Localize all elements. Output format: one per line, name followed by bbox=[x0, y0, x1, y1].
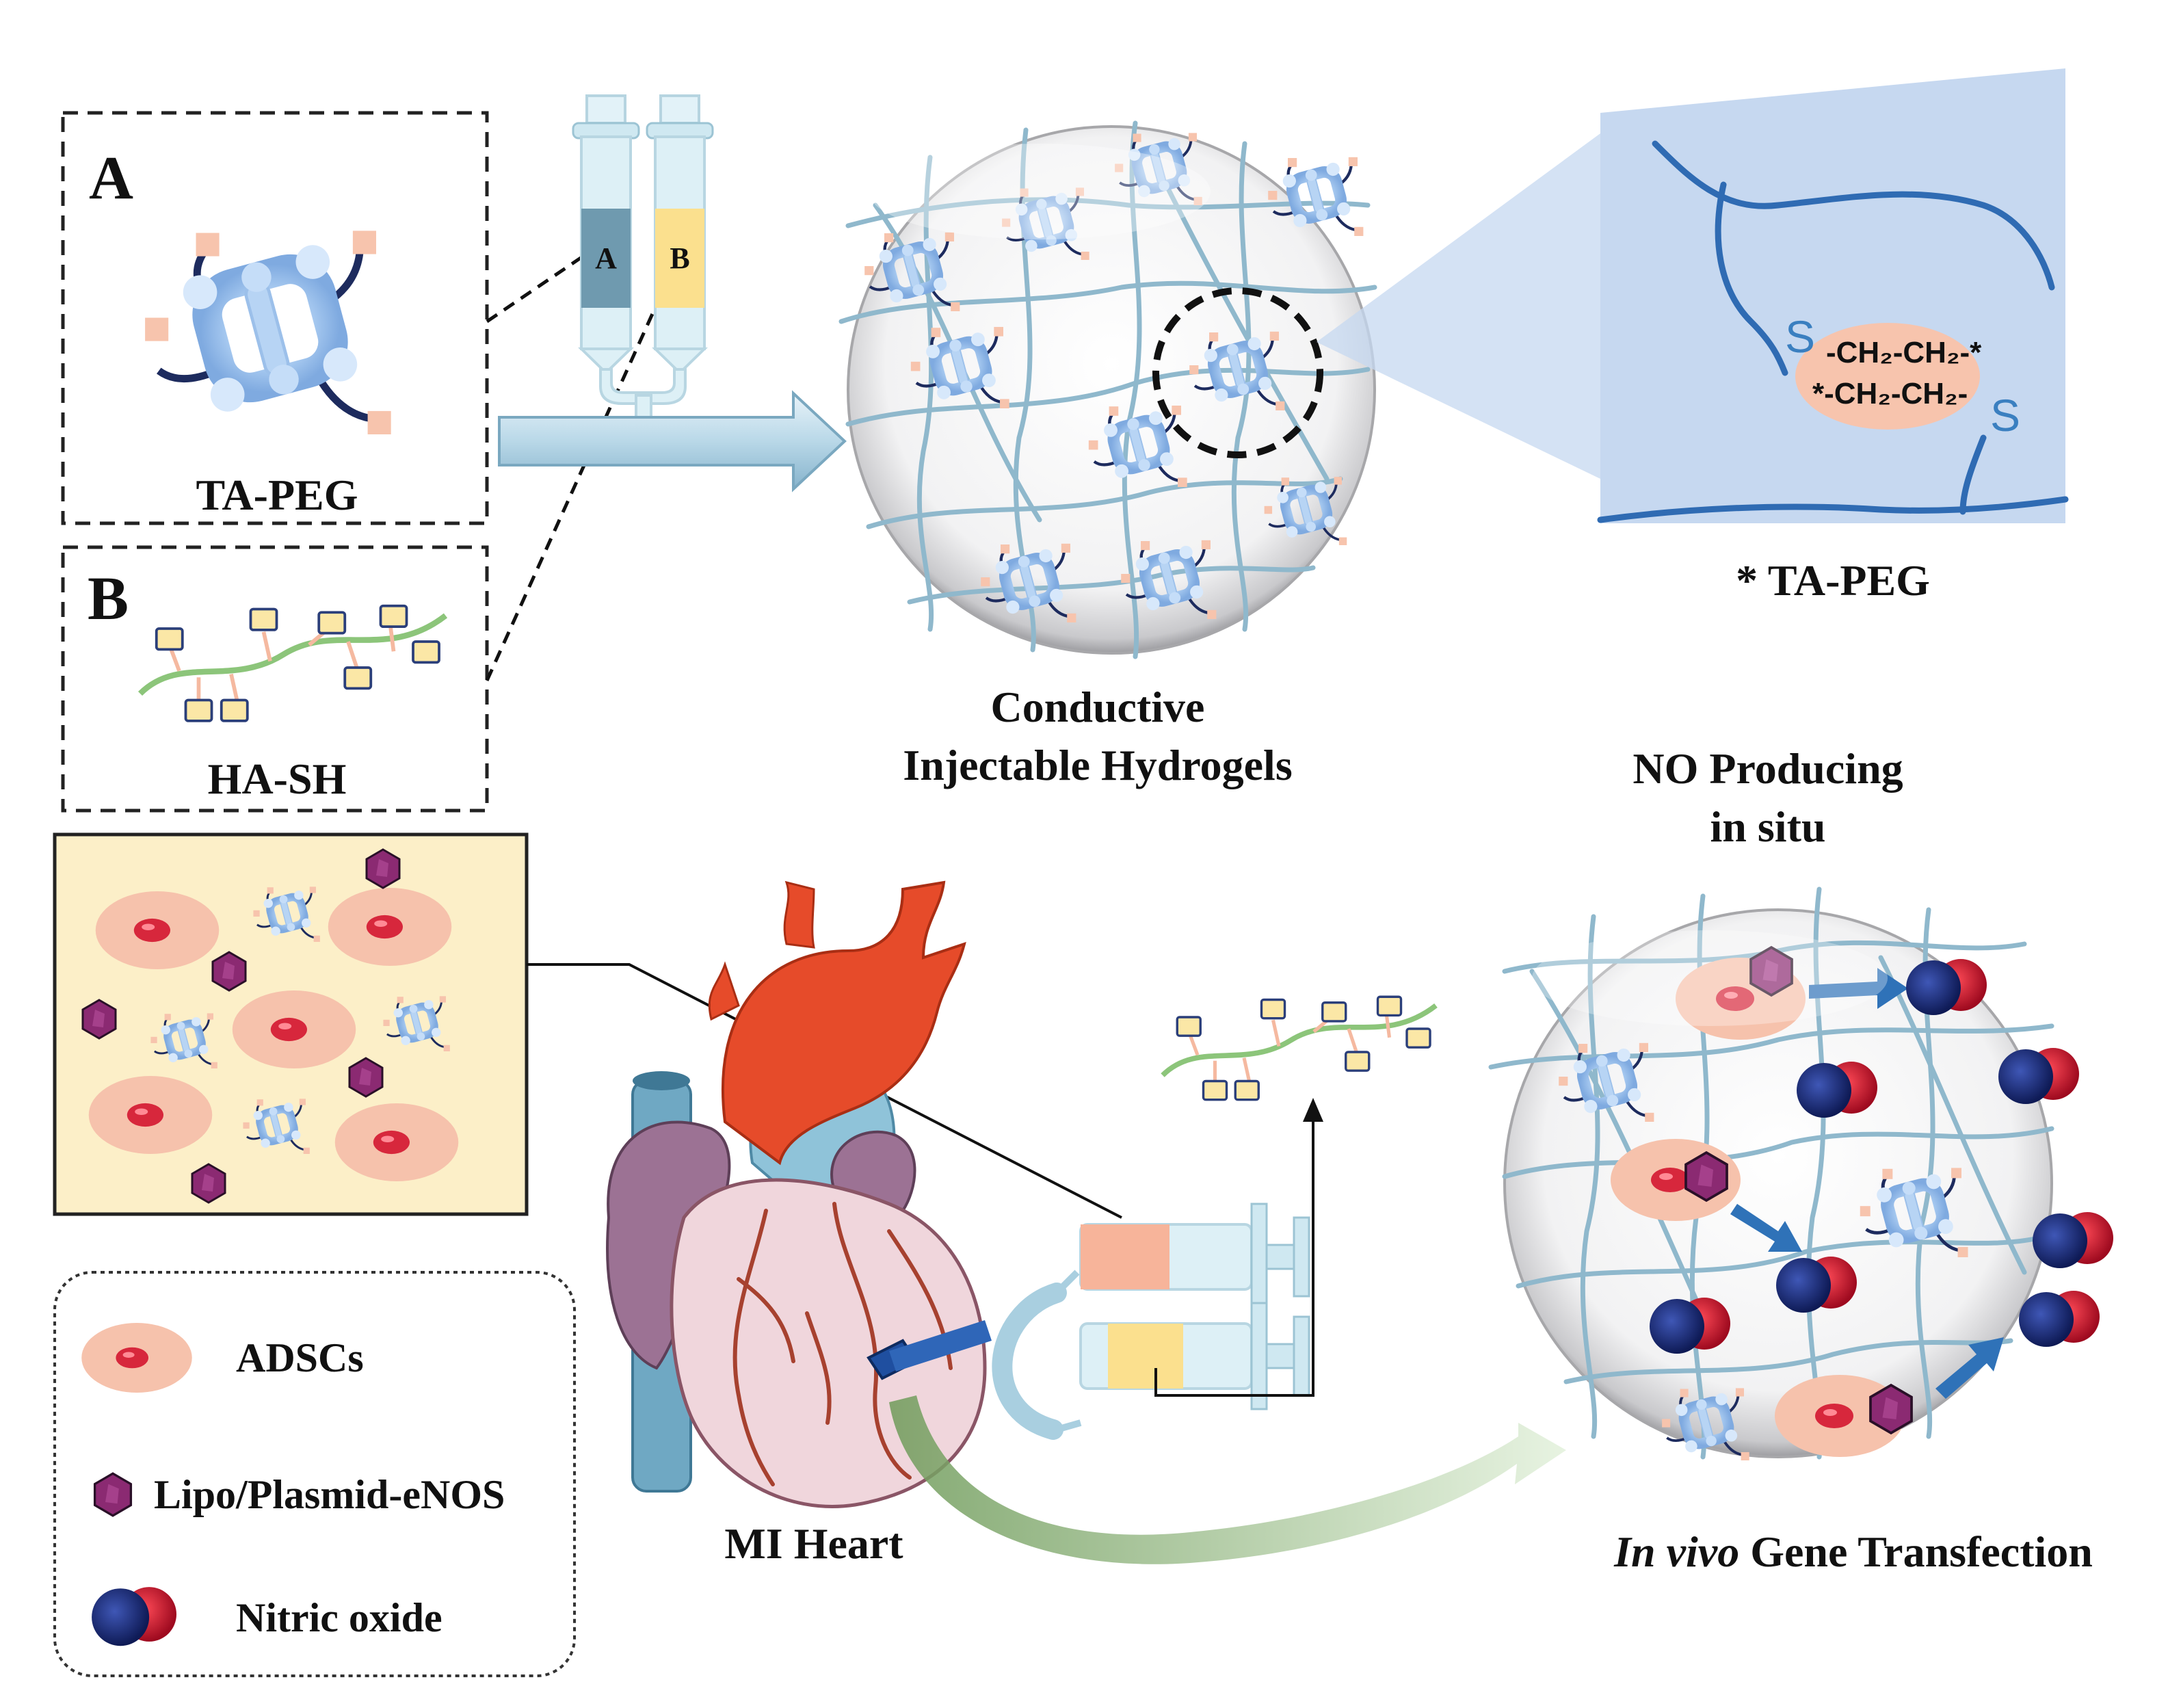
sulfur-top-label: S bbox=[1785, 311, 1815, 362]
panel-b-letter: B bbox=[88, 565, 129, 633]
panel-a-caption: TA-PEG bbox=[196, 471, 358, 519]
injection-syringes bbox=[992, 1203, 1310, 1440]
ha-sh-floating-strand bbox=[1163, 997, 1436, 1099]
no-producing-line2: in situ bbox=[1710, 802, 1826, 851]
syringe-a-label: A bbox=[595, 241, 617, 275]
zoom-panel: S S -CH₂-CH₂-* *-CH₂-CH₂- bbox=[1317, 68, 2069, 523]
syringe-b-label: B bbox=[670, 241, 689, 275]
zoom-focus-circle bbox=[1152, 287, 1323, 458]
hydrogel-caption-line2: Injectable Hydrogels bbox=[903, 741, 1292, 789]
ha-sh-pointer-line bbox=[1154, 1108, 1314, 1397]
cell-mixture-inset bbox=[53, 832, 529, 1216]
panel-a-frame bbox=[61, 111, 489, 525]
panel-a-letter: A bbox=[89, 144, 133, 212]
formula-top: -CH₂-CH₂-* bbox=[1826, 336, 1982, 369]
zoom-caption: * TA-PEG bbox=[1736, 556, 1930, 605]
legend-label-adscs: ADSCs bbox=[236, 1335, 364, 1380]
transfection-arrow-icon bbox=[889, 1395, 1566, 1564]
dual-syringe: A B bbox=[485, 94, 714, 682]
mi-heart-icon bbox=[606, 880, 992, 1508]
legend-label-lipo-plasmid: Lipo/Plasmid-eNOS bbox=[154, 1472, 505, 1517]
panel-a-ta-peg: A TA-PEG bbox=[61, 111, 489, 525]
panel-b-ha-sh: B HA-SH bbox=[61, 545, 489, 813]
inset-connector-line bbox=[527, 963, 1122, 1219]
formula-bottom: *-CH₂-CH₂- bbox=[1812, 377, 1968, 410]
heart-caption: MI Heart bbox=[724, 1519, 903, 1568]
no-producing-line1: NO Producing bbox=[1633, 744, 1903, 793]
ha-sh-strand-icon bbox=[140, 606, 446, 721]
ta-peg-nanoparticle-icon bbox=[145, 231, 391, 434]
hydrogel-sphere bbox=[841, 123, 1375, 657]
adsc-cell-icon bbox=[81, 1323, 192, 1393]
nitric-oxide-icon bbox=[92, 1587, 176, 1646]
transfection-caption-italic: In vivo bbox=[1613, 1527, 1739, 1576]
process-arrow-icon bbox=[498, 390, 847, 492]
hydrogel-caption-line1: Conductive bbox=[991, 683, 1205, 731]
ha-sh-pointer-arrowhead bbox=[1303, 1098, 1323, 1122]
sulfur-bottom-label: S bbox=[1990, 390, 2020, 441]
panel-b-caption: HA-SH bbox=[208, 754, 347, 803]
transfection-caption-rest: Gene Transfection bbox=[1739, 1527, 2093, 1576]
lipo-plasmid-icon bbox=[93, 1472, 133, 1517]
in-vivo-sphere bbox=[1491, 889, 2113, 1460]
legend-label-nitric-oxide: Nitric oxide bbox=[236, 1595, 442, 1640]
legend: ADSCs Lipo/Plasmid-eNOS Nitric oxide bbox=[53, 1271, 576, 1677]
transfection-caption: In vivo Gene Transfection bbox=[1613, 1527, 2093, 1576]
